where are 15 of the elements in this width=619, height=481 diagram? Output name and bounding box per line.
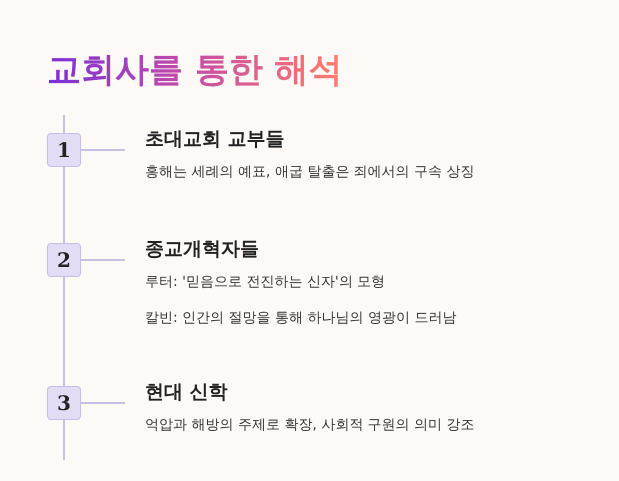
step-number: 3 [47,386,81,420]
connector-line [81,149,125,151]
connector-line [81,259,125,261]
step-description: 칼빈: 인간의 절망을 통해 하나님의 영광이 드러남 [145,309,456,328]
step-number: 2 [47,243,81,277]
connector-line [63,167,65,243]
step-heading: 초대교회 교부들 [145,127,286,152]
connector-line [63,277,65,386]
step-description: 루터: '믿음으로 전진하는 신자'의 모형 [145,273,386,292]
step-description: 홍해는 세례의 예표, 애굽 탈출은 죄에서의 구속 상징 [145,163,475,182]
step-description: 억압과 해방의 주제로 확장, 사회적 구원의 의미 강조 [145,416,475,435]
connector-line [81,402,125,404]
step-heading: 종교개혁자들 [145,237,260,262]
step-number: 1 [47,133,81,167]
step-heading: 현대 신학 [145,380,229,405]
